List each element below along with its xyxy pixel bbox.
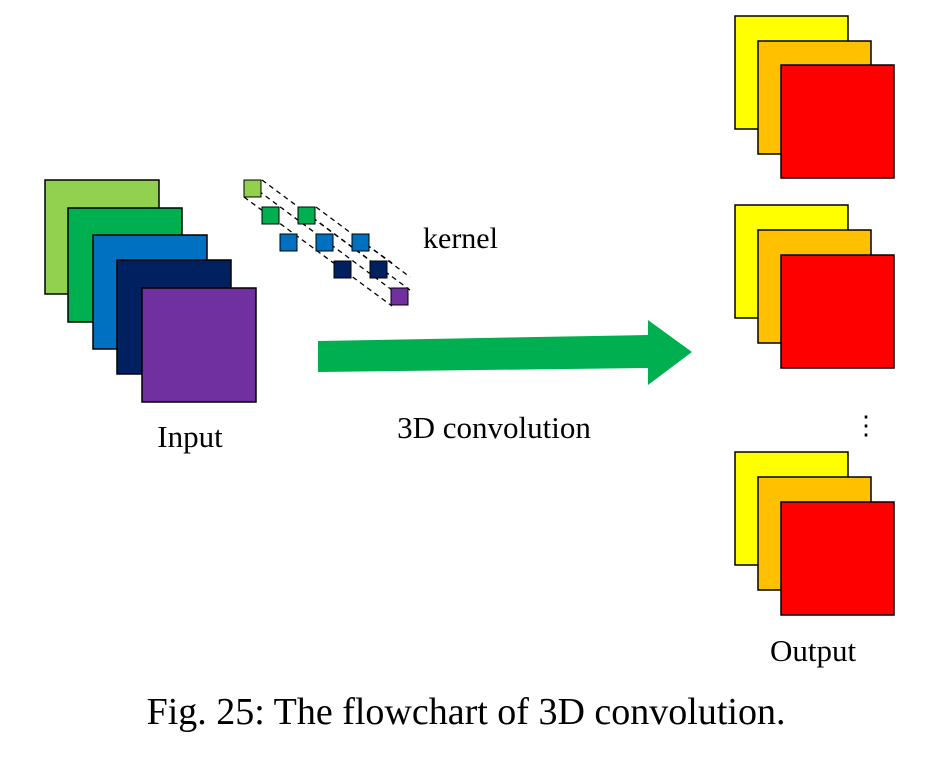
input-label: Input (157, 419, 223, 454)
output-stack-2 (734, 204, 895, 369)
kernel-cells (243, 179, 409, 306)
output-layer-red (780, 254, 895, 369)
figure-caption: Fig. 25: The flowchart of 3D convolution… (146, 691, 786, 733)
ellipsis-label: ⋮ (853, 411, 879, 440)
input-layer-5 (141, 287, 257, 403)
output-stack-1 (734, 15, 895, 179)
kernel-cell-6 (351, 233, 370, 252)
output-layer-red (780, 501, 895, 616)
kernel-cell-5 (315, 233, 334, 252)
kernel-cell-7 (333, 260, 352, 279)
kernel-cell-1 (243, 179, 262, 198)
kernel-cell-8 (369, 260, 388, 279)
convolution-arrow (318, 320, 692, 385)
kernel (243, 179, 411, 307)
kernel-cell-3 (297, 206, 316, 225)
kernel-cell-9 (390, 287, 409, 306)
output-stack-3 (734, 451, 895, 616)
operation-label: 3D convolution (397, 410, 591, 445)
output-label: Output (770, 633, 857, 668)
kernel-cell-4 (279, 233, 298, 252)
output-layer-red (780, 64, 895, 179)
kernel-label: kernel (423, 222, 498, 255)
input-stack (44, 179, 257, 403)
kernel-cell-2 (261, 206, 280, 225)
